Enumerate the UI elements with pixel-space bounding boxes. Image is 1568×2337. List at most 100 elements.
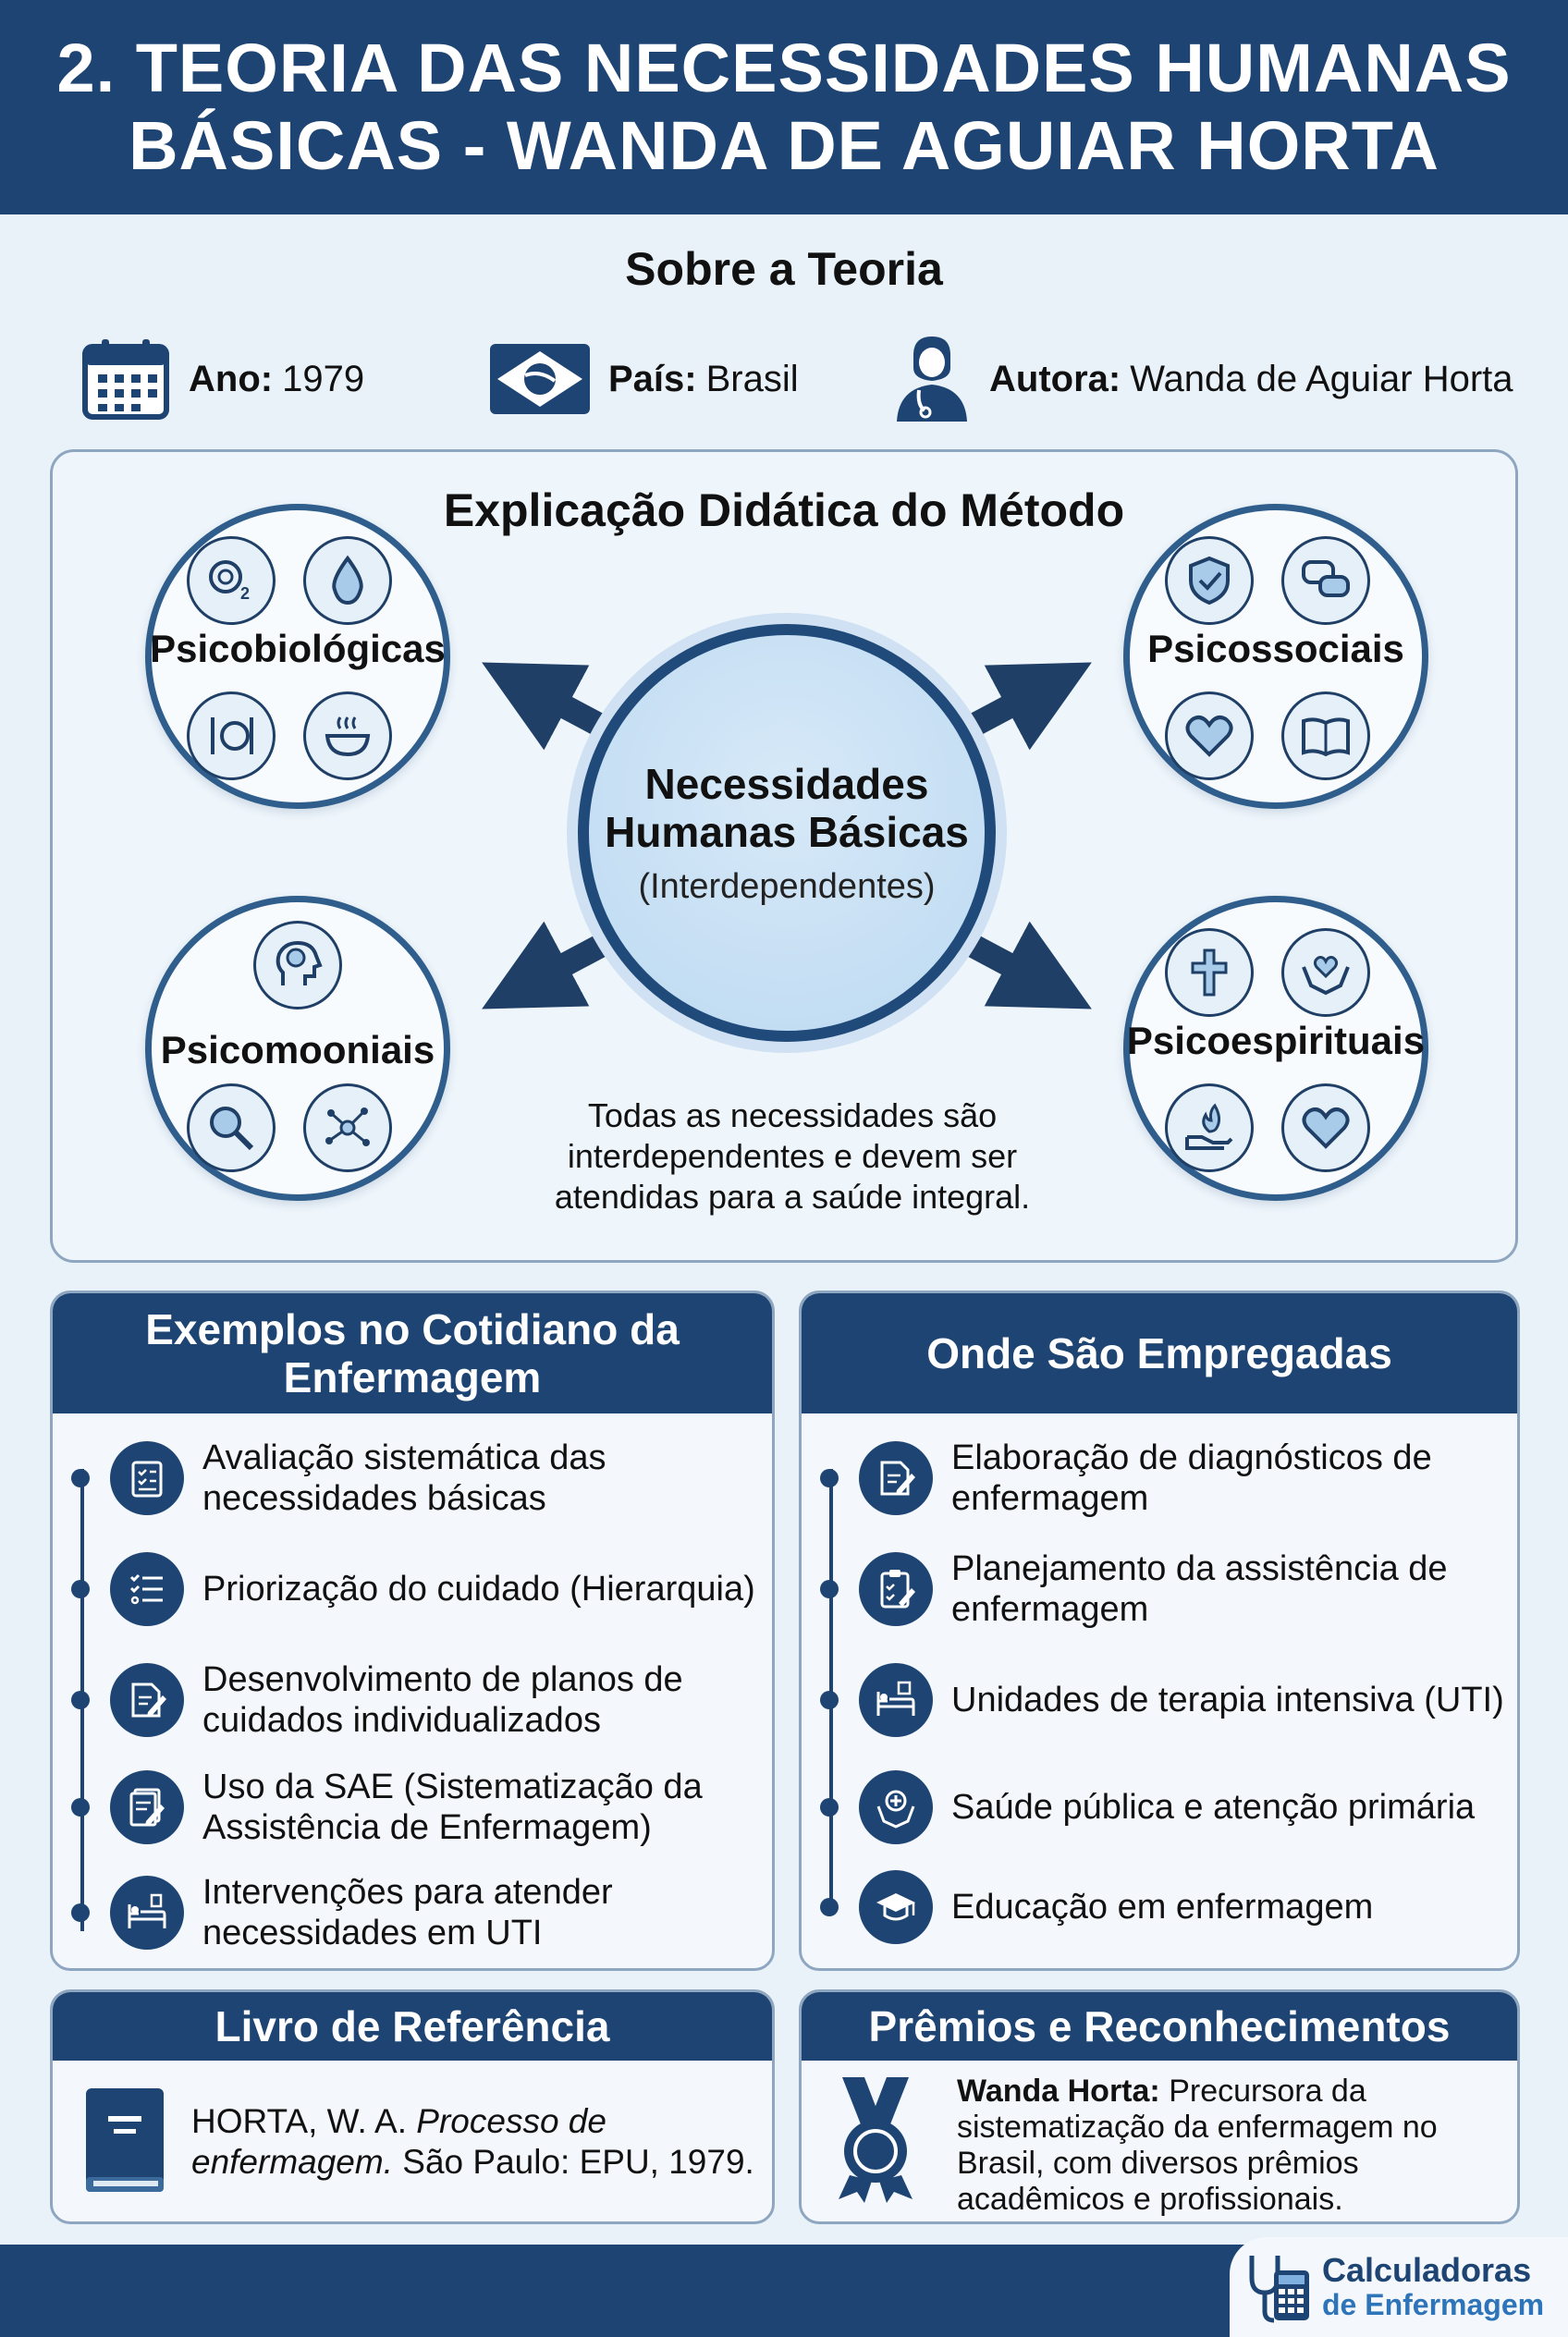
list-item: Educação em enfermagem <box>820 1859 1506 1955</box>
example-text: Avaliação sistemática das necessidades b… <box>202 1438 606 1518</box>
document-pen-icon <box>859 1441 933 1515</box>
list-item: Priorização do cuidado (Hierarquia) <box>71 1541 757 1637</box>
country-info: País: Brasil <box>490 333 799 425</box>
chat-bubbles-icon <box>1281 536 1370 625</box>
brand-line2: de Enfermagem <box>1322 2288 1545 2321</box>
page-title: 2. TEORIA DAS NECESSIDADES HUMANAS BÁSIC… <box>56 30 1512 184</box>
group-psicobiologicas: 2 Psicobiológicas <box>145 504 450 809</box>
group-psicossociais: Psicossociais <box>1123 504 1428 809</box>
usage-text: Elaboração de diagnósticos de enfermagem <box>951 1438 1432 1518</box>
awards-description: Wanda Horta: Precursora da sistematizaçã… <box>957 2074 1512 2218</box>
magnifier-icon <box>187 1083 276 1172</box>
hospital-bed-icon <box>110 1876 184 1950</box>
usage-text: Educação em enfermagem <box>951 1888 1374 1927</box>
document-pen-icon <box>110 1663 184 1737</box>
timeline-dot <box>71 1903 90 1922</box>
reference-book: Processo de enfermagem. <box>191 2102 606 2181</box>
reference-citation: HORTA, W. A. Processo de enfermagem. São… <box>191 2101 765 2183</box>
document-edit-icon <box>110 1770 184 1844</box>
arrow-bottom-left <box>482 921 614 1009</box>
network-icon <box>303 1083 392 1172</box>
list-item: Intervenções para atender necessidades e… <box>71 1865 757 1961</box>
book-icon <box>86 2088 164 2192</box>
clipboard-checklist-icon <box>110 1441 184 1515</box>
shield-check-icon <box>1165 536 1254 625</box>
list-item: Desenvolvimento de planos de cuidados in… <box>71 1652 757 1748</box>
awards-title: Prêmios e Reconhecimentos <box>802 1992 1517 2061</box>
arrow-top-left <box>482 662 614 751</box>
awards-panel: Prêmios e Reconhecimentos Wanda Horta: P… <box>799 1989 1520 2224</box>
timeline-dot <box>71 1798 90 1817</box>
icu-bed-icon <box>859 1663 933 1737</box>
country-value: Brasil <box>705 358 799 399</box>
examples-title: Exemplos no Cotidiano da Enfermagem <box>53 1293 772 1413</box>
example-text: Uso da SAE (Sistematização da Assistênci… <box>202 1768 703 1847</box>
center-title: Necessidades Humanas Básicas <box>605 759 969 856</box>
example-text: Desenvolvimento de planos de cuidados in… <box>202 1660 683 1740</box>
oxygen-icon: 2 <box>187 536 276 625</box>
timeline-dot <box>820 1798 839 1817</box>
page-header: 2. TEORIA DAS NECESSIDADES HUMANAS BÁSIC… <box>0 0 1568 214</box>
list-item: Elaboração de diagnósticos de enfermagem <box>820 1430 1506 1526</box>
brand-line1: Calculadoras <box>1322 2251 1532 2289</box>
year-info: Ano: 1979 <box>81 333 364 425</box>
center-subtitle: (Interdependentes) <box>638 866 936 906</box>
group-label-psicobiologicas: Psicobiológicas <box>150 627 446 670</box>
year-label: Ano: <box>189 358 274 399</box>
about-title: Sobre a Teoria <box>625 243 943 295</box>
brain-head-icon <box>253 921 342 1009</box>
reference-publisher: São Paulo: EPU, 1979. <box>402 2143 754 2181</box>
usage-panel: Onde São Empregadas Elaboração de diagnó… <box>799 1291 1520 1971</box>
group-label-psicomooniais: Psicomooniais <box>160 1028 435 1071</box>
author-label: Autora: <box>989 358 1121 399</box>
usage-text: Planejamento da assistência de enfermage… <box>951 1549 1448 1629</box>
examples-panel: Exemplos no Cotidiano da Enfermagem Aval… <box>50 1291 775 1971</box>
group-label-psicoespirituais: Psicoespirituais <box>1126 1019 1426 1062</box>
clipboard-plan-icon <box>859 1552 933 1626</box>
timeline-dot <box>71 1469 90 1487</box>
usage-title: Onde São Empregadas <box>802 1293 1517 1413</box>
timeline-dot <box>820 1691 839 1709</box>
hands-heart-icon <box>1281 928 1370 1017</box>
arrow-top-right <box>960 662 1092 751</box>
hands-health-icon <box>859 1770 933 1844</box>
example-text: Priorização do cuidado (Hierarquia) <box>202 1570 755 1609</box>
heart-icon <box>1165 691 1254 780</box>
reference-panel: Livro de Referência HORTA, W. A. Process… <box>50 1989 775 2224</box>
timeline-dot <box>71 1580 90 1598</box>
stethoscope-calculator-icon <box>1249 2256 1309 2323</box>
reference-author: HORTA, W. A. <box>191 2102 408 2140</box>
list-item: Uso da SAE (Sistematização da Assistênci… <box>71 1759 757 1855</box>
reference-title: Livro de Referência <box>53 1992 772 2061</box>
brazil-flag-icon <box>490 344 590 414</box>
group-psicomooniais: Psicomooniais <box>145 896 450 1201</box>
awards-name: Wanda Horta: <box>957 2074 1160 2109</box>
timeline-dot <box>820 1580 839 1598</box>
usage-text: Saúde pública e atenção primária <box>951 1788 1476 1827</box>
author-value: Wanda de Aguiar Horta <box>1130 358 1513 399</box>
method-note: Todas as necessidades são interdependent… <box>554 1096 1031 1216</box>
soup-bowl-icon <box>303 691 392 780</box>
list-item: Avaliação sistemática das necessidades b… <box>71 1430 757 1526</box>
timeline-dot <box>820 1898 839 1916</box>
hand-flame-icon <box>1165 1083 1254 1172</box>
svg-text:2: 2 <box>240 584 250 603</box>
timeline-dot <box>820 1469 839 1487</box>
medal-icon <box>839 2077 913 2203</box>
center-needs-circle: Necessidades Humanas Básicas (Interdepen… <box>578 624 996 1042</box>
country-label: País: <box>608 358 697 399</box>
cross-icon <box>1165 928 1254 1017</box>
heart-icon <box>1281 1083 1370 1172</box>
method-panel: Explicação Didática do Método 2 Psicobio… <box>50 449 1518 1263</box>
brand-logo[interactable]: Calculadoras de Enfermagem <box>1230 2237 1568 2337</box>
food-plate-icon <box>187 691 276 780</box>
timeline-dot <box>71 1691 90 1709</box>
awards-text: Precursora da sistematização da enfermag… <box>957 2074 1438 2217</box>
list-item: Planejamento da assistência de enfermage… <box>820 1541 1506 1637</box>
example-text: Intervenções para atender necessidades e… <box>202 1873 613 1952</box>
graduation-cap-icon <box>859 1870 933 1944</box>
list-item: Saúde pública e atenção primária <box>820 1759 1506 1855</box>
checklist-icon <box>110 1552 184 1626</box>
group-label-psicossociais: Psicossociais <box>1147 627 1404 670</box>
water-drop-icon <box>303 536 392 625</box>
